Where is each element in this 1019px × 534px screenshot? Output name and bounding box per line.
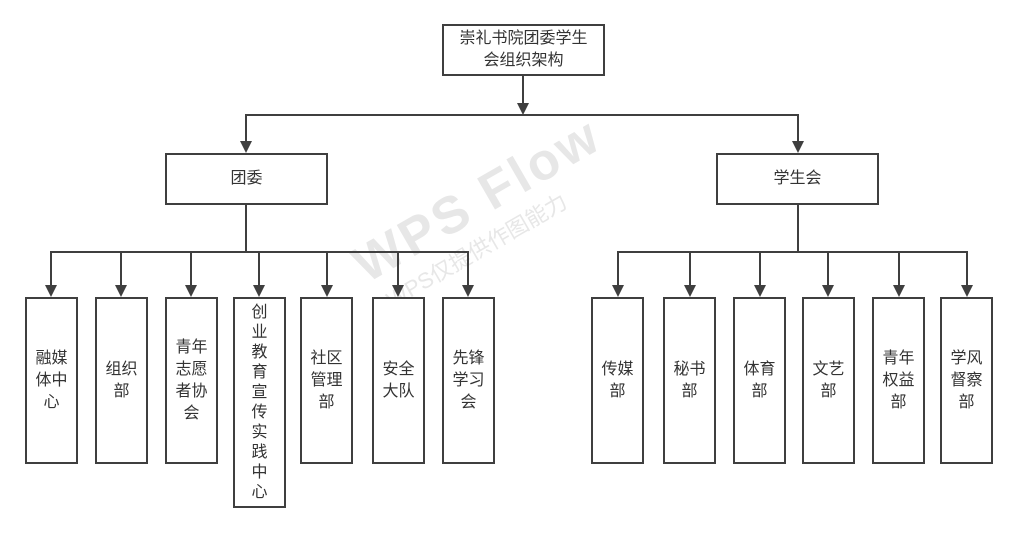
arrowhead-down-icon [185, 285, 197, 297]
connector-vline [467, 251, 469, 287]
connector-vline [689, 251, 691, 287]
node-label: 安全 大队 [382, 360, 415, 400]
node-study-style-supervision-dept[interactable]: 学风 督察 部 [940, 297, 993, 464]
connector-hline [617, 251, 968, 253]
node-label: 创 业 教 育 宣 传 实 践 中 心 [251, 303, 268, 501]
node-label: 先锋 学习 会 [452, 349, 485, 411]
node-label: 传媒 部 [601, 360, 634, 400]
arrowhead-down-icon [893, 285, 905, 297]
node-label: 学风 督察 部 [950, 349, 983, 411]
node-label: 秘书 部 [673, 360, 706, 400]
connector-vline [326, 251, 328, 287]
arrowhead-down-icon [754, 285, 766, 297]
node-label: 文艺 部 [812, 360, 845, 400]
node-label: 崇礼书院团委学生 会组织架构 [459, 30, 588, 69]
node-safety-brigade[interactable]: 安全 大队 [372, 297, 425, 464]
node-pioneer-study-society[interactable]: 先锋 学习 会 [442, 297, 495, 464]
node-label: 融媒 体中 心 [35, 349, 68, 411]
node-entrepreneurship-education-publicity-practice-center[interactable]: 创 业 教 育 宣 传 实 践 中 心 [233, 297, 286, 508]
arrowhead-down-icon [240, 141, 252, 153]
node-sports-dept[interactable]: 体育 部 [733, 297, 786, 464]
node-label: 组织 部 [105, 360, 138, 400]
node-communication-media-dept[interactable]: 传媒 部 [591, 297, 644, 464]
node-label: 社区 管理 部 [310, 349, 343, 411]
node-community-management-dept[interactable]: 社区 管理 部 [300, 297, 353, 464]
node-student-union[interactable]: 学生会 [716, 153, 879, 205]
arrowhead-down-icon [612, 285, 624, 297]
connector-vline [522, 76, 524, 104]
arrowhead-down-icon [961, 285, 973, 297]
node-label: 团委 [230, 170, 263, 187]
arrowhead-down-icon [321, 285, 333, 297]
arrowhead-down-icon [462, 285, 474, 297]
node-youth-rights-dept[interactable]: 青年 权益 部 [872, 297, 925, 464]
node-org-chart-title[interactable]: 崇礼书院团委学生 会组织架构 [442, 24, 605, 76]
connector-vline [797, 114, 799, 142]
arrowhead-down-icon [115, 285, 127, 297]
connector-vline [190, 251, 192, 287]
node-secretary-dept[interactable]: 秘书 部 [663, 297, 716, 464]
connector-vline [245, 205, 247, 253]
node-label: 学生会 [773, 170, 822, 187]
wps-flow-watermark: WPS Flow WPS仅提供作图能力 [343, 105, 624, 317]
node-label: 体育 部 [743, 360, 776, 400]
connector-vline [966, 251, 968, 287]
watermark-title: WPS Flow [343, 106, 611, 295]
connector-vline [617, 251, 619, 287]
node-converged-media-center[interactable]: 融媒 体中 心 [25, 297, 78, 464]
connector-vline [397, 251, 399, 287]
connector-hline [245, 114, 798, 116]
node-label: 青年 权益 部 [882, 349, 915, 411]
arrowhead-down-icon [253, 285, 265, 297]
connector-vline [898, 251, 900, 287]
connector-vline [245, 114, 247, 142]
connector-vline [759, 251, 761, 287]
node-youth-league-committee[interactable]: 团委 [165, 153, 328, 205]
connector-vline [258, 251, 260, 287]
node-youth-volunteers-association[interactable]: 青年 志愿 者协 会 [165, 297, 218, 464]
node-label: 青年 志愿 者协 会 [175, 338, 208, 422]
arrowhead-down-icon [45, 285, 57, 297]
arrowhead-down-icon [822, 285, 834, 297]
arrowhead-down-icon [517, 103, 529, 115]
connector-vline [827, 251, 829, 287]
node-arts-dept[interactable]: 文艺 部 [802, 297, 855, 464]
watermark-subtitle: WPS仅提供作图能力 [382, 188, 572, 313]
arrowhead-down-icon [684, 285, 696, 297]
connector-vline [50, 251, 52, 287]
arrowhead-down-icon [792, 141, 804, 153]
arrowhead-down-icon [392, 285, 404, 297]
node-organization-dept[interactable]: 组织 部 [95, 297, 148, 464]
connector-vline [120, 251, 122, 287]
connector-vline [797, 205, 799, 253]
